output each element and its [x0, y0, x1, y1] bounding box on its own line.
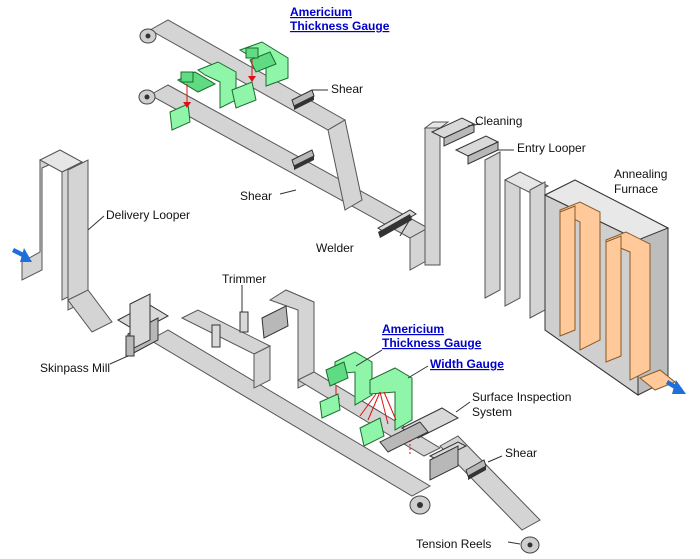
entry-looper-strips — [484, 151, 550, 319]
americium-bottom-label-1[interactable]: Americium — [382, 322, 444, 336]
arrow-down-right-icon — [666, 380, 686, 394]
surface-inspection-label-1: Surface Inspection — [472, 390, 571, 404]
delivery-looper — [21, 149, 113, 333]
surface-inspection-label-2: System — [472, 405, 512, 419]
upper-strip-main — [138, 84, 430, 239]
surface-inspection-machine — [379, 407, 460, 456]
shear-mid-label: Shear — [240, 189, 272, 203]
welder-machine — [377, 209, 417, 238]
lower-strip-main — [148, 329, 432, 515]
shear-bottom-label: Shear — [505, 446, 537, 460]
tension-reels-label: Tension Reels — [416, 537, 491, 551]
width-gauge-label[interactable]: Width Gauge — [430, 357, 504, 371]
annealing-furnace-label-1: Annealing — [614, 167, 667, 181]
trimmer-label: Trimmer — [222, 272, 266, 286]
annealing-furnace-label-2: Furnace — [614, 182, 658, 196]
cleaning-label: Cleaning — [475, 114, 522, 128]
americium-gauge-bottom — [319, 351, 373, 419]
americium-bottom-label-2[interactable]: Thickness Gauge — [382, 336, 482, 350]
annealing-furnace — [543, 179, 676, 396]
americium-top-label-1[interactable]: Americium — [290, 5, 352, 19]
cleaning-machine — [430, 117, 476, 147]
entry-looper-label: Entry Looper — [517, 141, 586, 155]
lower-strip-upper — [180, 289, 541, 554]
shear-mid-machine — [291, 149, 315, 170]
shear-top-label: Shear — [331, 82, 363, 96]
shear-top-machine — [291, 89, 315, 110]
americium-gauge-top — [169, 41, 289, 131]
americium-top-label-2[interactable]: Thickness Gauge — [290, 19, 390, 33]
shear-bottom-machine — [428, 441, 487, 481]
delivery-looper-label: Delivery Looper — [106, 208, 190, 222]
trimmer-machine — [211, 305, 289, 348]
welder-label: Welder — [316, 241, 354, 255]
arrow-right-icon — [12, 248, 32, 262]
skinpass-mill-label: Skinpass Mill — [40, 361, 110, 375]
leader-lines — [87, 89, 521, 545]
width-gauge-machine — [359, 367, 413, 447]
skinpass-mill-machine — [116, 293, 170, 357]
welder-riser — [409, 121, 450, 271]
